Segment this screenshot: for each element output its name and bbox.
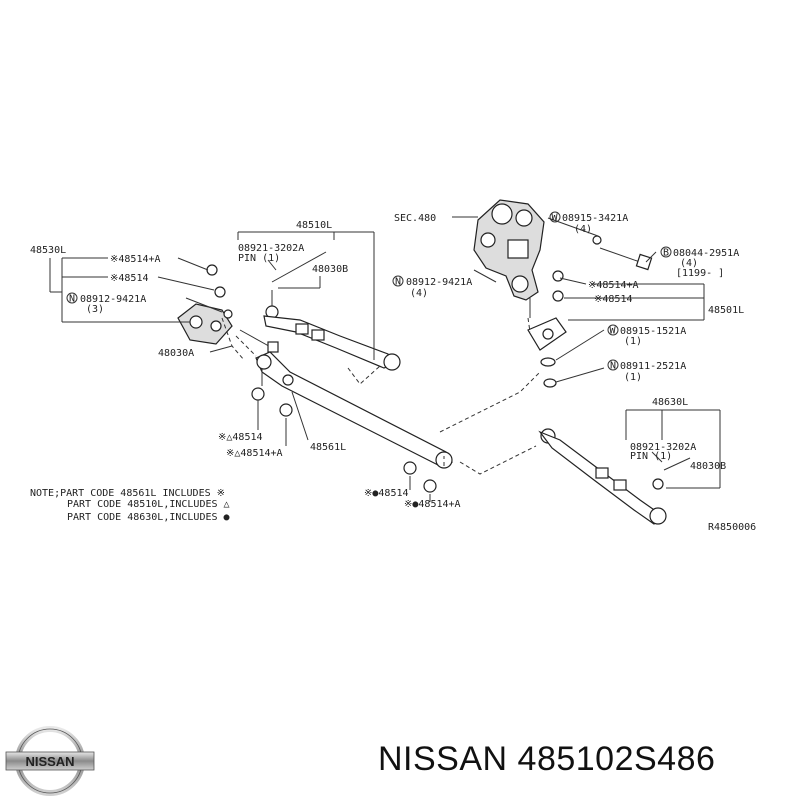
svg-text:(4): (4) — [680, 258, 698, 269]
note-line-1: NOTE;PART CODE 48561L INCLUDES ※ — [30, 488, 225, 499]
note-line-2: PART CODE 48510L,INCLUDES △ — [67, 499, 230, 510]
svg-text:B: B — [663, 248, 669, 259]
svg-text:N: N — [69, 294, 75, 305]
center-link — [251, 351, 453, 493]
svg-text:PIN (1): PIN (1) — [630, 451, 672, 462]
label-48510l: 48510L — [296, 220, 332, 231]
label-48514a-dot: ※●48514+A — [404, 499, 461, 510]
label-48514a-right: ※48514+A — [588, 280, 639, 291]
part-labels: SEC.480 08915-3421A (4) 08044-2951A (4) … — [30, 213, 756, 533]
label-48530l: 48530L — [30, 245, 66, 256]
label-08921-3202a-right: 08921-3202A — [630, 442, 696, 453]
circled-letter-markers: N N W B W N — [66, 211, 672, 372]
svg-text:W: W — [610, 326, 617, 337]
note-line-3: PART CODE 48630L,INCLUDES ● — [67, 512, 230, 523]
tie-rod-left — [263, 259, 401, 371]
steering-gear-box — [473, 199, 545, 318]
label-48030b-left: 48030B — [312, 264, 348, 275]
note-block: NOTE;PART CODE 48561L INCLUDES ※ PART CO… — [30, 488, 230, 523]
svg-text:[1199- ]: [1199- ] — [676, 268, 724, 279]
leader-lines — [49, 216, 721, 502]
label-48514a-tri: ※△48514+A — [226, 448, 283, 459]
reference-code: R4850006 — [708, 522, 756, 533]
svg-text:(4): (4) — [574, 224, 592, 235]
svg-text:N: N — [395, 277, 401, 288]
tie-rod-right — [538, 428, 667, 525]
label-08044-2951a: 08044-2951A — [673, 248, 739, 259]
label-48630l: 48630L — [652, 397, 688, 408]
label-48501l: 48501L — [708, 305, 744, 316]
pitman-fasteners — [540, 357, 557, 388]
label-08915-3421a: 08915-3421A — [562, 213, 628, 224]
svg-text:(3): (3) — [86, 304, 104, 315]
label-48514-dot: ※●48514 — [364, 488, 409, 499]
label-48030a: 48030A — [158, 348, 194, 359]
nissan-logo-icon: NISSAN — [5, 726, 95, 796]
label-08912-9421a-left: 08912-9421A — [80, 294, 146, 305]
label-48030b-right: 48030B — [690, 461, 726, 472]
svg-text:NISSAN: NISSAN — [25, 754, 74, 769]
pitman-arm — [527, 270, 567, 351]
label-48514a-left: ※48514+A — [110, 254, 161, 265]
label-48561l: 48561L — [310, 442, 346, 453]
svg-text:(1): (1) — [624, 336, 642, 347]
svg-text:W: W — [552, 213, 559, 224]
label-08911-2521a: 08911-2521A — [620, 361, 686, 372]
label-48514-tri: ※△48514 — [218, 432, 263, 443]
svg-text:(4): (4) — [410, 288, 428, 299]
label-48514-right: ※48514 — [594, 294, 632, 305]
svg-text:(1): (1) — [624, 372, 642, 383]
svg-text:N: N — [610, 361, 616, 372]
label-sec480: SEC.480 — [394, 213, 436, 224]
gear-box-bolt — [592, 235, 653, 271]
idler-arm-bracket — [177, 264, 279, 353]
label-08921-3202a-left: 08921-3202A — [238, 243, 304, 254]
svg-text:PIN (1): PIN (1) — [238, 253, 280, 264]
part-number-title: NISSAN 485102S486 — [378, 740, 716, 778]
label-48514-left: ※48514 — [110, 273, 148, 284]
label-08915-1521a: 08915-1521A — [620, 326, 686, 337]
label-08912-9421a-right: 08912-9421A — [406, 277, 472, 288]
